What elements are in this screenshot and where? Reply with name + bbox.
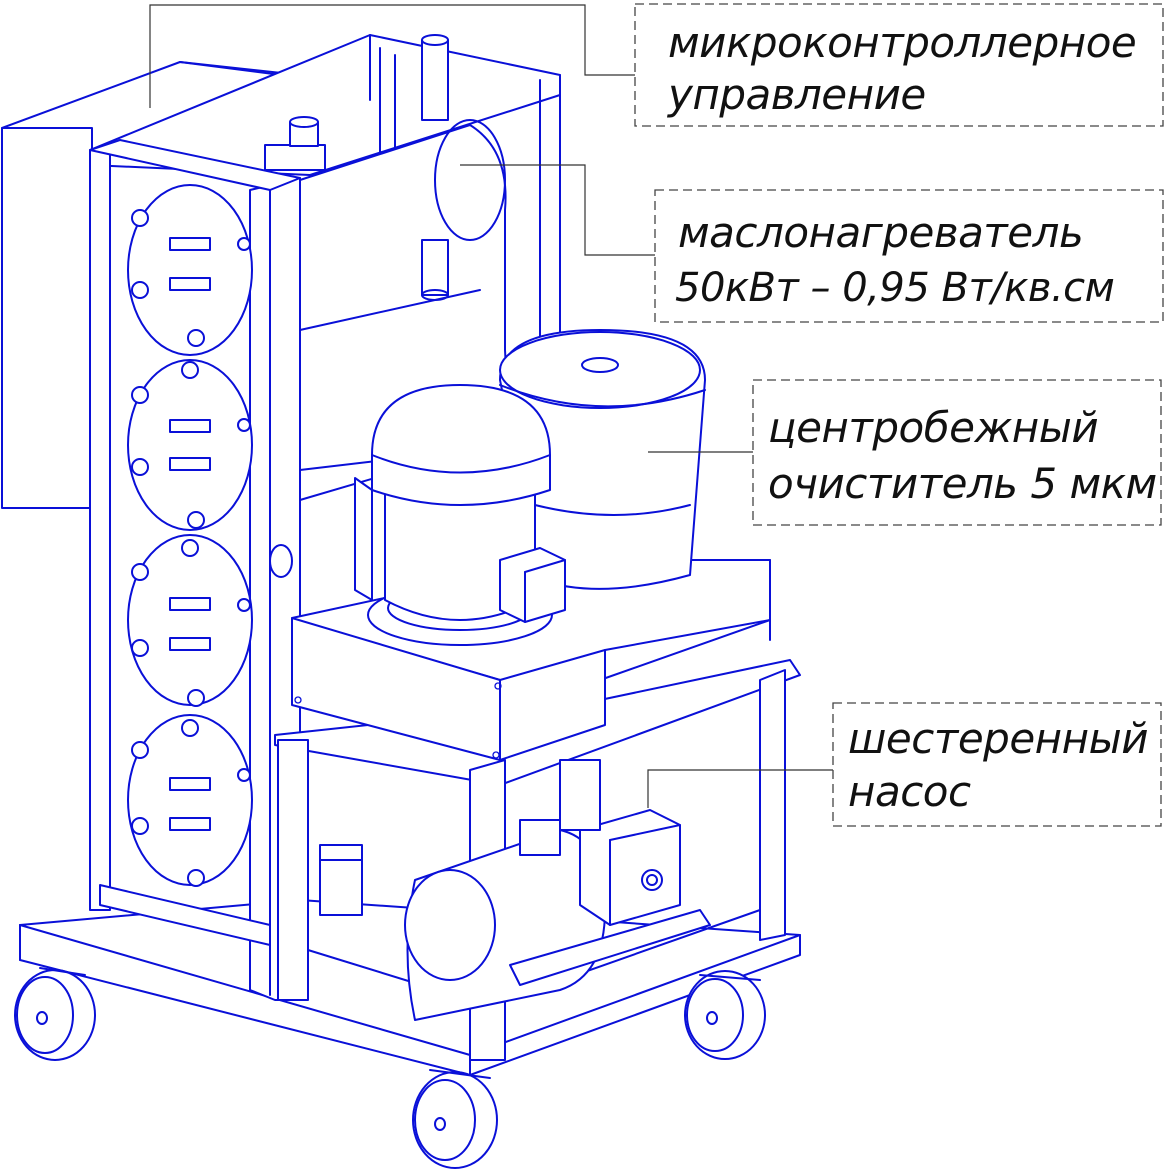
centrifuge-motor: [354, 384, 566, 646]
callout-pump-line1: шестеренный: [848, 714, 1148, 763]
callout-controller-line2: управление: [666, 70, 926, 119]
callout-heater: маслонагреватель 50кВт – 0,95 Вт/кв.см: [654, 189, 1164, 323]
filter-stack: [127, 184, 253, 887]
gear-pump-assembly: [404, 759, 711, 1021]
callout-centrifuge: центробежный очиститель 5 мкм: [752, 379, 1162, 526]
filter-housing-1: [127, 184, 253, 356]
callout-heater-line1: маслонагреватель: [678, 208, 1083, 257]
filter-housing-3: [127, 534, 253, 707]
filter-housing-2: [127, 359, 253, 531]
callout-heater-line2: 50кВт – 0,95 Вт/кв.см: [675, 265, 1114, 311]
callout-controller: микроконтроллерное управление: [634, 3, 1164, 127]
callout-centrifuge-line2: очиститель 5 мкм: [768, 459, 1157, 508]
rear-bracket: [319, 844, 363, 916]
callout-centrifuge-line1: центробежный: [768, 403, 1098, 452]
callout-pump-line2: насос: [848, 767, 971, 816]
callout-pump: шестеренный насос: [832, 702, 1162, 827]
caster-wheel-left: [14, 967, 96, 1061]
leader-lines: [149, 4, 833, 808]
caster-wheel-front: [412, 1069, 498, 1169]
caster-wheel-right: [684, 970, 766, 1060]
filter-housing-4: [127, 714, 253, 887]
centrifugal-cleaner: [499, 329, 706, 590]
callout-controller-line1: микроконтроллерное: [668, 18, 1136, 67]
